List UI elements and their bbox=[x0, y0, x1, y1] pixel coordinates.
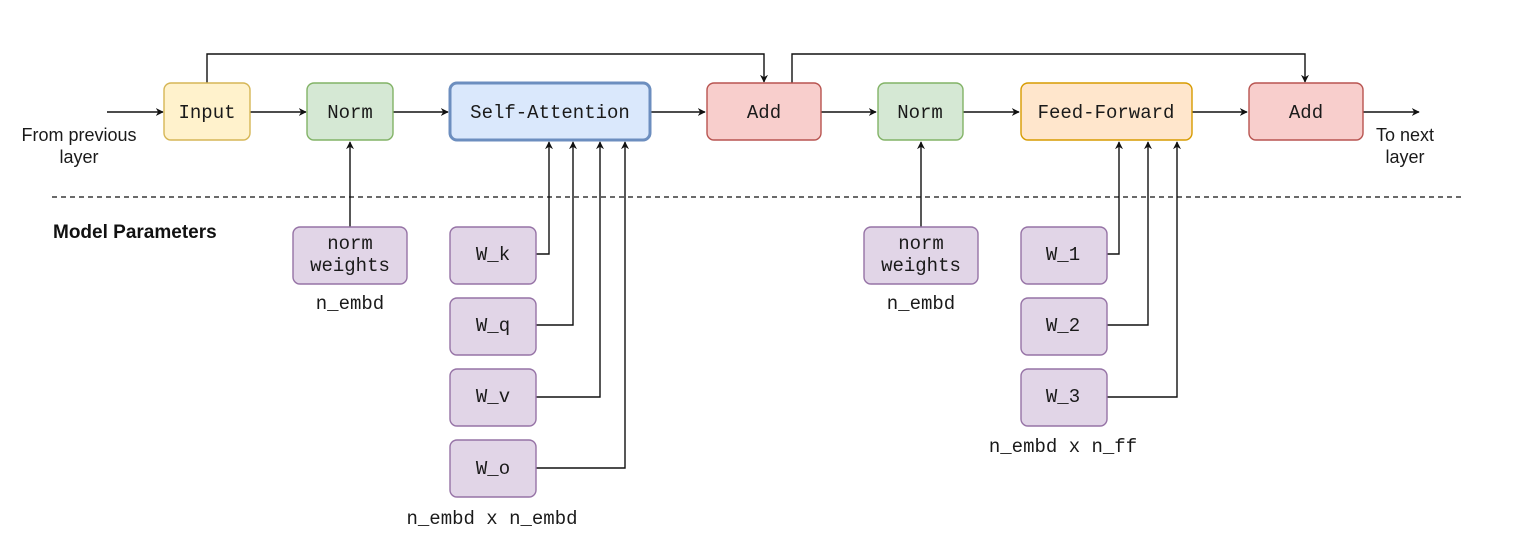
edge-w2-to-feedforward bbox=[1106, 141, 1152, 326]
edge-w3-to-feedforward bbox=[1106, 141, 1181, 398]
w-v-label: W_v bbox=[476, 386, 510, 408]
edge-wk-to-attention bbox=[536, 141, 553, 255]
feed-forward-node: Feed-Forward bbox=[1020, 82, 1193, 141]
w-3-node: W_3 bbox=[1020, 368, 1108, 427]
from-previous-label-line1: From previous bbox=[21, 125, 136, 145]
edge-w1-to-feedforward bbox=[1106, 141, 1123, 255]
input-node: Input bbox=[163, 82, 251, 141]
input-node-label: Input bbox=[178, 102, 235, 124]
edge-wv-to-attention bbox=[536, 141, 604, 398]
norm-weights-2-label-line2: weights bbox=[881, 255, 961, 277]
norm1-dim-label: n_embd bbox=[316, 293, 384, 315]
w-2-label: W_2 bbox=[1046, 315, 1080, 337]
to-next-label-line2: layer bbox=[1385, 147, 1424, 167]
add1-node-label: Add bbox=[747, 102, 781, 124]
from-previous-label-line2: layer bbox=[59, 147, 98, 167]
norm2-node-label: Norm bbox=[897, 102, 943, 124]
w-1-label: W_1 bbox=[1046, 244, 1080, 266]
residual-edge-add1-to-add2 bbox=[791, 53, 1309, 83]
edge-wq-to-attention bbox=[536, 141, 577, 326]
parameter-nodes: norm weights W_k W_q W_v W_o norm weight… bbox=[292, 226, 1108, 498]
w-v-node: W_v bbox=[449, 368, 537, 427]
edges bbox=[107, 53, 1420, 469]
w-o-node: W_o bbox=[449, 439, 537, 498]
residual-edge-input-to-add1 bbox=[206, 53, 768, 83]
norm-weights-2-label-line1: norm bbox=[898, 233, 944, 255]
add2-node: Add bbox=[1248, 82, 1364, 141]
norm1-node: Norm bbox=[306, 82, 394, 141]
w-o-label: W_o bbox=[476, 458, 510, 480]
norm-weights-1-label-line1: norm bbox=[327, 233, 373, 255]
w-q-node: W_q bbox=[449, 297, 537, 356]
norm2-node: Norm bbox=[877, 82, 964, 141]
norm-weights-2-node: norm weights bbox=[863, 226, 979, 285]
attention-dim-label: n_embd x n_embd bbox=[406, 508, 577, 530]
norm1-node-label: Norm bbox=[327, 102, 373, 124]
w-2-node: W_2 bbox=[1020, 297, 1108, 356]
free-labels: From previous layer To next layer Model … bbox=[21, 125, 1434, 530]
w-3-label: W_3 bbox=[1046, 386, 1080, 408]
w-1-node: W_1 bbox=[1020, 226, 1108, 285]
add2-node-label: Add bbox=[1289, 102, 1323, 124]
add1-node: Add bbox=[706, 82, 822, 141]
w-k-node: W_k bbox=[449, 226, 537, 285]
pipeline-nodes: Input Norm Self-Attention Add Norm Feed-… bbox=[163, 81, 1364, 142]
self-attention-node: Self-Attention bbox=[448, 81, 652, 142]
feed-forward-node-label: Feed-Forward bbox=[1038, 102, 1175, 124]
to-next-label-line1: To next bbox=[1376, 125, 1434, 145]
self-attention-node-label: Self-Attention bbox=[470, 102, 630, 124]
norm2-dim-label: n_embd bbox=[887, 293, 955, 315]
feedforward-dim-label: n_embd x n_ff bbox=[989, 436, 1137, 458]
model-parameters-heading: Model Parameters bbox=[53, 222, 217, 243]
w-q-label: W_q bbox=[476, 315, 510, 337]
edge-wo-to-attention bbox=[536, 141, 629, 469]
norm-weights-1-node: norm weights bbox=[292, 226, 408, 285]
norm-weights-1-label-line2: weights bbox=[310, 255, 390, 277]
w-k-label: W_k bbox=[476, 244, 510, 266]
